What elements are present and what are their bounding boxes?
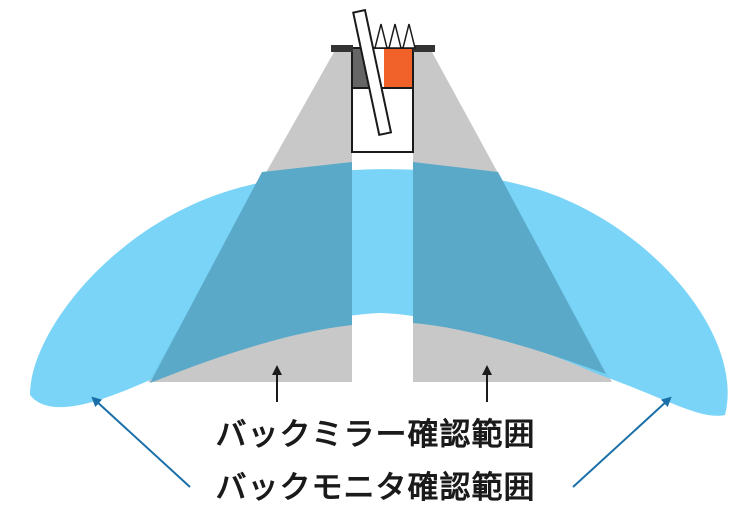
vehicle-seat-orange <box>384 49 412 87</box>
spike-3 <box>388 23 402 49</box>
overlap-left <box>150 162 352 383</box>
overlap-area <box>150 162 606 383</box>
left-side-mirror <box>331 45 353 52</box>
vehicle-mast <box>352 8 393 137</box>
mirror-range-label: バックミラー確認範囲 <box>215 417 536 453</box>
spike-2 <box>374 23 388 49</box>
monitor-arrow-right <box>572 396 672 488</box>
monitor-range-label: バックモニタ確認範囲 <box>215 470 536 506</box>
monitor-range-area <box>30 169 728 416</box>
vehicle-top-view <box>331 8 435 153</box>
right-side-mirror <box>413 45 435 52</box>
monitor-arrow-left <box>91 396 191 488</box>
overlap-right <box>413 162 606 374</box>
spike-4 <box>402 23 416 49</box>
